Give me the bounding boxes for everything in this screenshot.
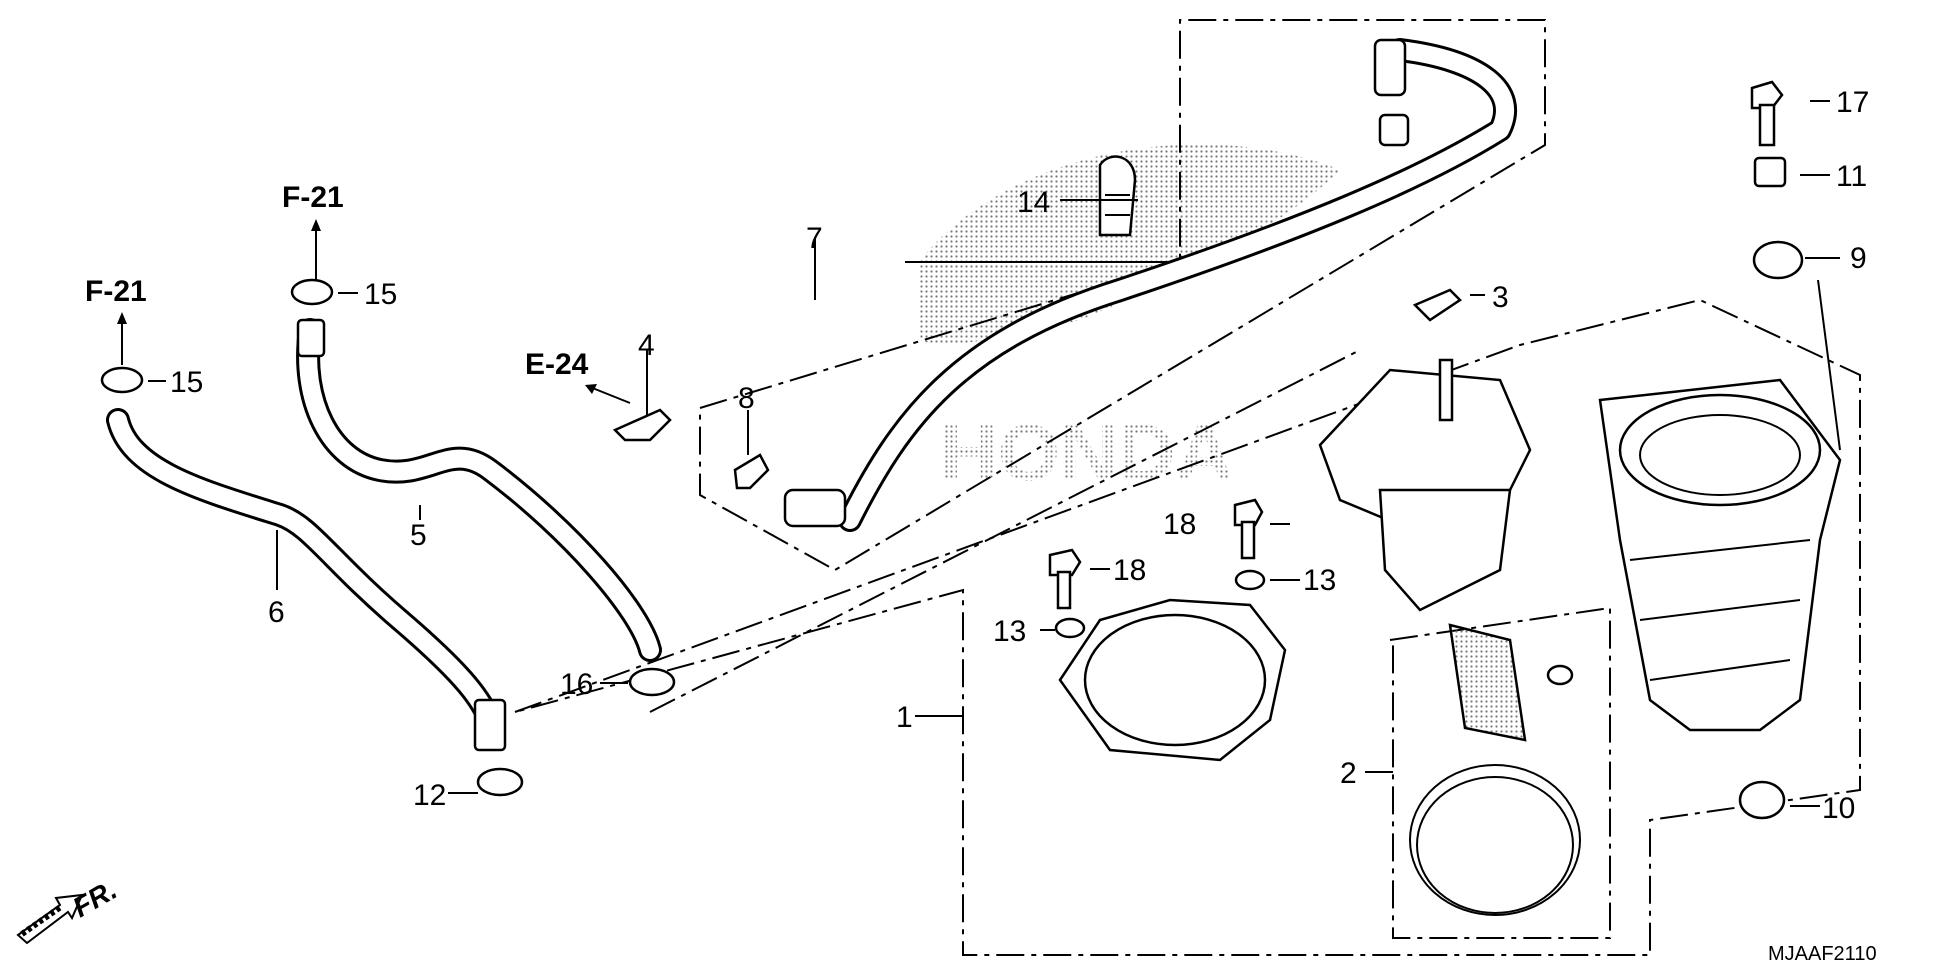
washer-small — [1546, 664, 1574, 686]
callout-10: 10 — [1822, 792, 1855, 825]
callout-15-b: 15 — [364, 278, 397, 311]
bolt-18b — [1048, 548, 1082, 610]
callout-13-a: 13 — [1303, 564, 1336, 597]
bolt-17 — [1750, 80, 1784, 147]
ref-e24: E-24 — [525, 348, 589, 381]
ref-f21-left: F-21 — [85, 275, 147, 308]
clip-8 — [733, 453, 770, 490]
callout-8: 8 — [738, 382, 755, 415]
clamp-16 — [628, 667, 676, 697]
washer-13b — [1054, 617, 1086, 639]
clamp-15-mid — [290, 278, 334, 306]
callout-18-b: 18 — [1113, 554, 1146, 587]
ref-f21-mid: F-21 — [282, 181, 344, 214]
callout-9: 9 — [1850, 242, 1867, 275]
clamp-15-left — [100, 366, 144, 394]
callout-15-a: 15 — [170, 366, 203, 399]
fuel-pump-top — [1318, 358, 1532, 612]
callout-11: 11 — [1836, 160, 1867, 193]
filter-2 — [1448, 623, 1527, 742]
callout-2: 2 — [1340, 757, 1357, 790]
callout-6: 6 — [268, 596, 285, 629]
callout-17: 17 — [1836, 86, 1869, 119]
grommet-10 — [1738, 780, 1786, 820]
clamp-12 — [476, 767, 524, 797]
o-ring — [1409, 764, 1581, 916]
callout-14: 14 — [1017, 186, 1050, 219]
leader-lines — [117, 100, 1841, 807]
callout-1: 1 — [896, 701, 913, 734]
hose-6 — [106, 408, 507, 752]
hose-5 — [296, 318, 662, 662]
callout-4: 4 — [638, 329, 655, 362]
callout-3: 3 — [1492, 281, 1509, 314]
front-direction-arrow: FR. — [16, 874, 123, 945]
callout-7: 7 — [806, 222, 823, 255]
clip-3 — [1412, 288, 1462, 322]
gasket-1 — [1058, 598, 1287, 762]
callout-12: 12 — [413, 779, 446, 812]
hose-7 — [783, 38, 1517, 532]
front-label: FR. — [68, 874, 123, 923]
watermark-text: HONDA — [940, 408, 1233, 497]
clamp-14 — [1098, 155, 1137, 237]
callout-16: 16 — [560, 668, 593, 701]
grommet-9 — [1752, 240, 1804, 280]
callout-5: 5 — [410, 519, 427, 552]
clip-4 — [612, 408, 672, 442]
washer-13a — [1234, 569, 1266, 591]
collar-11 — [1753, 156, 1787, 188]
reference-labels: F-21 F-21 E-24 — [85, 181, 589, 381]
callout-18-a: 18 — [1163, 508, 1196, 541]
diagram-code: MJAAF2110 — [1768, 943, 1877, 965]
bolt-18a — [1233, 498, 1264, 560]
honda-watermark: HONDA — [920, 144, 1340, 497]
callout-labels: 1 2 3 4 5 6 7 8 9 10 11 12 13 13 14 15 1… — [170, 86, 1869, 825]
callout-13-b: 13 — [993, 615, 1026, 648]
pump-body — [1598, 378, 1842, 732]
